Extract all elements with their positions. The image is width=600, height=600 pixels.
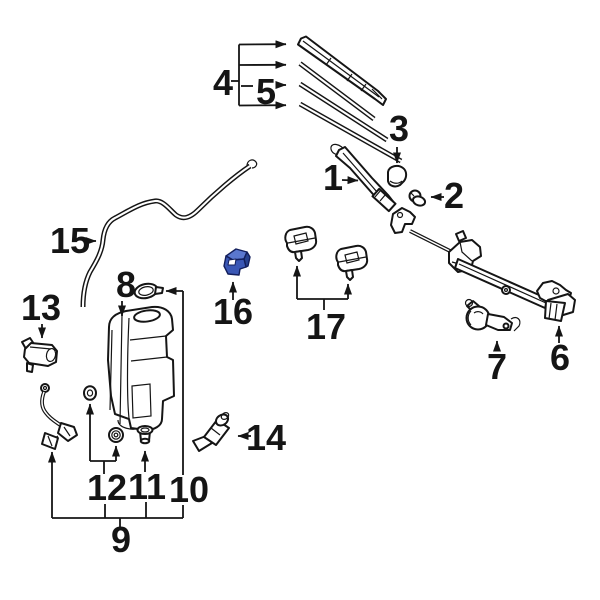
reservoir-harness	[40, 383, 78, 450]
linkage-middle-shaft	[455, 230, 467, 242]
reservoir-grommets: 12	[83, 385, 127, 518]
part-label-12: 12	[87, 467, 127, 508]
part-label-11: 11	[128, 466, 166, 507]
wiper-blade-assembly	[297, 35, 387, 106]
wiper-linkage: 6	[390, 207, 576, 378]
hose-clip-highlighted[interactable]: 16	[213, 248, 253, 332]
part-label-5: 5	[256, 71, 276, 112]
washer-nozzles: 17	[284, 225, 369, 347]
filler-neck	[133, 309, 161, 323]
grommet-lower	[108, 427, 124, 443]
part-label-13: 13	[21, 287, 61, 328]
label-9-group: 9	[48, 451, 183, 560]
part-label-17: 17	[306, 306, 346, 347]
grommet-upper	[83, 385, 97, 401]
part-label-8: 8	[116, 264, 136, 305]
part-label-6: 6	[550, 337, 570, 378]
part-label-16: 16	[213, 291, 253, 332]
part-label-7: 7	[487, 346, 507, 387]
part-label-3: 3	[389, 108, 409, 149]
linkage-left-crank	[390, 207, 416, 234]
part-label-10: 10	[169, 469, 209, 510]
label-10-group: 10	[165, 287, 209, 518]
nozzle-tip	[294, 250, 303, 262]
pivot-cap: 3	[387, 108, 409, 188]
arm-head	[371, 187, 397, 213]
pump-nipple	[26, 362, 34, 373]
pump-body	[23, 342, 58, 367]
reservoir-plug: 11	[128, 425, 166, 518]
arm-pivot-nut: 2	[408, 175, 464, 216]
linkage-mount-foot	[544, 300, 566, 322]
part-label-4: 4	[213, 62, 233, 103]
leader-1	[341, 176, 359, 185]
washer-check-valve: 14	[192, 412, 286, 458]
wiper-motor: 7	[464, 298, 521, 387]
washer-nozzle	[284, 225, 318, 262]
part-label-1: 1	[323, 157, 343, 198]
part-label-15: 15	[50, 220, 90, 261]
wiper-arm: 1	[323, 143, 397, 213]
clip-notch	[227, 258, 237, 266]
part-label-9: 9	[111, 519, 131, 560]
wiper-blade-refill-strips	[298, 61, 403, 164]
cap-tab	[154, 286, 164, 295]
part-label-2: 2	[444, 175, 464, 216]
hose-end-curl	[246, 159, 258, 169]
washer-hose: 15	[50, 159, 258, 308]
reservoir-cap	[133, 282, 164, 300]
washer-reservoir	[107, 305, 175, 431]
washer-pump: 13	[21, 287, 61, 373]
label-8-group: 8	[116, 264, 136, 317]
wiper-blade-group: 4 5	[213, 35, 403, 164]
part-label-14: 14	[246, 417, 286, 458]
